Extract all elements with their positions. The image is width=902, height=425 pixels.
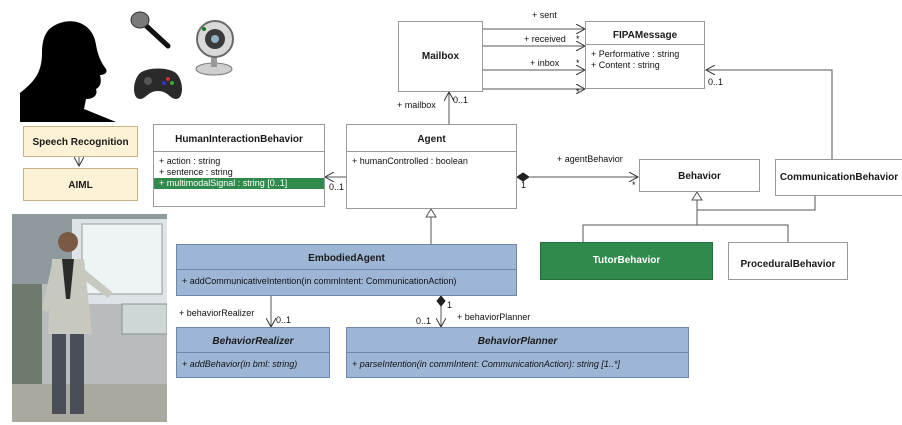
hib-attribute-multimodalsignal: + multimodalSignal : string [0..1]: [154, 178, 324, 189]
planner-composition-multiplicity: 1: [447, 300, 453, 310]
mailbox-class-name: Mailbox: [421, 51, 460, 62]
comm-fipa-association: [706, 70, 833, 159]
behaviorplanner-class-name: BehaviorPlanner: [477, 336, 558, 347]
behaviorrealizer-class[interactable]: BehaviorRealizer + addBehavior(in bml: s…: [176, 327, 330, 378]
received-multiplicity: *: [576, 34, 580, 44]
composition-diamond-embodied: [436, 295, 446, 307]
comm-behavior-generalization: [696, 196, 816, 211]
generalization-triangle-behavior: [691, 191, 703, 201]
agent-attribute: + humanControlled : boolean: [352, 156, 468, 166]
tutorbehavior-class[interactable]: TutorBehavior: [540, 242, 713, 280]
communicationbehavior-class-name: CommunicationBehavior: [779, 172, 899, 183]
behaviorplanner-role-label: + behaviorPlanner: [457, 312, 531, 322]
aiml-box[interactable]: AIML: [23, 168, 138, 201]
gamepad-image: [134, 68, 182, 99]
generalization-triangle-agent: [425, 208, 437, 218]
embodiedagent-class[interactable]: EmbodiedAgent + addCommunicativeIntentio…: [176, 244, 517, 296]
head-silhouette-image: [20, 13, 118, 122]
procedural-behavior-generalization: [697, 224, 789, 242]
virtual-agent-avatar-image: [12, 214, 167, 422]
humaninteractionbehavior-class-name: HumanInteractionBehavior: [175, 134, 303, 145]
fipamessage-class-name: FIPAMessage: [612, 30, 678, 41]
composition-diamond-agent: [516, 172, 530, 182]
received-role-label: + received: [524, 34, 566, 44]
behavior-class-name: Behavior: [678, 171, 721, 182]
speech-recognition-label: Speech Recognition: [32, 137, 129, 148]
agentbehavior-role-label: + agentBehavior: [557, 154, 623, 164]
embodiedagent-class-name: EmbodiedAgent: [308, 253, 385, 264]
communicationbehavior-class[interactable]: CommunicationBehavior: [775, 159, 902, 196]
agent-class[interactable]: Agent + humanControlled : boolean: [346, 124, 517, 209]
behaviorrealizer-role-label: + behaviorRealizer: [179, 308, 255, 318]
mailbox-class[interactable]: Mailbox: [398, 21, 483, 92]
behavior-class[interactable]: Behavior: [639, 159, 760, 192]
behaviorplanner-operation: + parseIntention(in commIntent: Communic…: [352, 359, 620, 369]
behaviorrealizer-operation: + addBehavior(in bml: string): [182, 359, 298, 369]
mailbox-multiplicity: 0..1: [453, 95, 469, 105]
hib-attribute-action: + action : string: [159, 156, 221, 166]
sent-role-label: + sent: [532, 10, 557, 20]
proceduralbehavior-class-name: ProceduralBehavior: [740, 259, 836, 270]
aiml-label: AIML: [68, 180, 93, 191]
tutorbehavior-class-name: TutorBehavior: [592, 255, 661, 266]
fipa-multiplicity: *: [576, 87, 580, 97]
behaviorplanner-class[interactable]: BehaviorPlanner + parseIntention(in comm…: [346, 327, 689, 378]
speech-recognition-box[interactable]: Speech Recognition: [23, 126, 138, 157]
behaviorplanner-multiplicity: 0..1: [416, 316, 432, 326]
humaninteractionbehavior-class[interactable]: HumanInteractionBehavior + action : stri…: [153, 124, 325, 207]
fipamessage-attribute: + Content : string: [591, 60, 660, 70]
inbox-role-label: + inbox: [530, 58, 560, 68]
tutor-behavior-generalization: [582, 210, 698, 242]
fipamessage-class[interactable]: FIPAMessage + Performative : string + Co…: [585, 21, 705, 89]
webcam-image: [195, 20, 234, 76]
comm-fipa-multiplicity: 0..1: [708, 77, 724, 87]
microphone-image: [130, 11, 171, 49]
behavior-multiplicity: *: [632, 180, 636, 190]
agent-class-name: Agent: [417, 134, 446, 145]
embodiedagent-operation: + addCommunicativeIntention(in commInten…: [182, 276, 457, 286]
hib-attribute-sentence: + sentence : string: [159, 167, 233, 177]
hib-multiplicity: 0..1: [329, 182, 345, 192]
inbox-multiplicity: *: [576, 58, 580, 68]
behaviorrealizer-class-name: BehaviorRealizer: [212, 336, 294, 347]
proceduralbehavior-class[interactable]: ProceduralBehavior: [728, 242, 848, 280]
mailbox-role-label: + mailbox: [397, 100, 436, 110]
agent-composition-multiplicity: 1: [521, 180, 527, 190]
behaviorrealizer-multiplicity: 0..1: [276, 315, 292, 325]
fipamessage-attribute: + Performative : string: [591, 49, 680, 59]
